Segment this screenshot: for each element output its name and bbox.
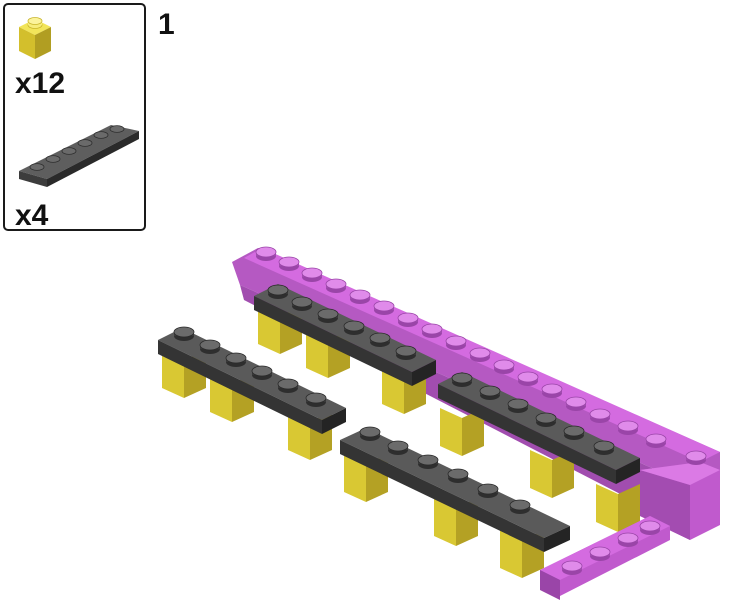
parts-list-panel: x12 x4 xyxy=(3,3,146,231)
front-magenta-plate xyxy=(540,516,670,600)
step-number: 1 xyxy=(158,8,175,41)
front-left-gray-plate-row xyxy=(158,326,346,460)
front-gray-plate-row xyxy=(340,426,570,578)
dark-gray-1x6-plate-icon xyxy=(19,125,139,187)
back-gray-plate-row xyxy=(254,284,436,414)
right-gray-plate-row xyxy=(438,372,640,532)
gray-plate-quantity: x4 xyxy=(15,199,49,232)
yellow-1x1-brick-icon xyxy=(19,17,51,59)
yellow-brick-quantity: x12 xyxy=(15,67,66,100)
